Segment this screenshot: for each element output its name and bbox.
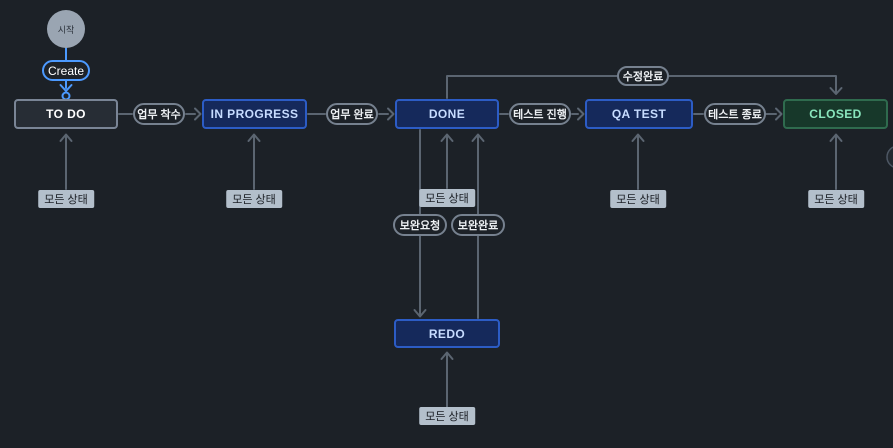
status-redo-label: REDO — [428, 326, 466, 341]
transition-supplement-request-label: 보완요청 — [399, 220, 441, 232]
transition-test-end-label: 테스트 종료 — [708, 109, 762, 121]
all-status-label-done[interactable]: 모든 상태 — [419, 189, 475, 207]
transition-work-complete[interactable]: 업무 완료 — [326, 103, 378, 125]
status-qa-test-label: QA TEST — [611, 107, 667, 121]
status-in-progress-label: IN PROGRESS — [210, 107, 299, 121]
all-status-label-redo[interactable]: 모든 상태 — [419, 407, 475, 425]
status-done-label: DONE — [428, 107, 466, 121]
transition-fix-complete-label: 수정완료 — [622, 71, 664, 83]
status-qa-test[interactable]: QA TEST — [585, 99, 693, 129]
transition-supplement-request[interactable]: 보완요청 — [393, 214, 447, 236]
transition-work-start-label: 업무 착수 — [137, 109, 181, 121]
status-closed[interactable]: CLOSED — [783, 99, 888, 129]
status-redo[interactable]: REDO — [394, 319, 500, 348]
transition-test-end[interactable]: 테스트 종료 — [704, 103, 766, 125]
transition-supplement-complete[interactable]: 보완완료 — [451, 214, 505, 236]
start-node[interactable]: 시작 — [47, 10, 85, 48]
transition-test-start-label: 테스트 진행 — [513, 109, 567, 121]
transition-fix-complete[interactable]: 수정완료 — [617, 66, 669, 86]
status-in-progress[interactable]: IN PROGRESS — [202, 99, 307, 129]
status-done[interactable]: DONE — [395, 99, 499, 129]
all-status-label-in-progress[interactable]: 모든 상태 — [226, 190, 282, 208]
transition-supplement-complete-label: 보완완료 — [457, 220, 499, 232]
status-todo[interactable]: TO DO — [14, 99, 118, 129]
status-closed-label: CLOSED — [809, 107, 862, 121]
transition-test-start[interactable]: 테스트 진행 — [509, 103, 571, 125]
all-status-label-todo[interactable]: 모든 상태 — [38, 190, 94, 208]
all-status-label-qa-test[interactable]: 모든 상태 — [610, 190, 666, 208]
transition-create-label: Create — [47, 63, 85, 78]
all-status-label-closed[interactable]: 모든 상태 — [808, 190, 864, 208]
edge-partial-circle — [886, 146, 893, 168]
transition-work-start[interactable]: 업무 착수 — [133, 103, 185, 125]
transition-work-complete-label: 업무 완료 — [330, 109, 374, 121]
transition-create[interactable]: Create — [42, 60, 90, 81]
status-todo-label: TO DO — [46, 107, 86, 121]
start-node-label: 시작 — [57, 24, 75, 35]
